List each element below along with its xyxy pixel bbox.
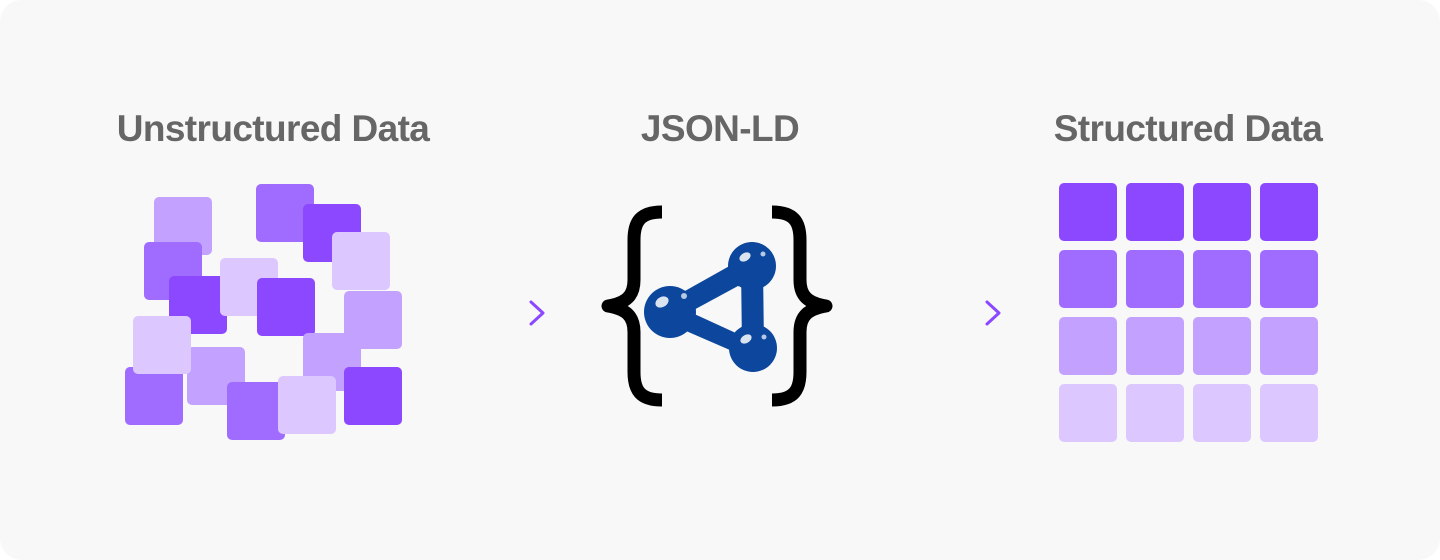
structured-grid-cell (1126, 183, 1184, 241)
unstructured-square (227, 382, 285, 440)
unstructured-square (278, 376, 336, 434)
structured-grid-cell (1126, 250, 1184, 308)
left-brace-icon (601, 205, 663, 407)
unstructured-square (133, 316, 191, 374)
arrow-right-icon (440, 300, 545, 326)
right-brace-icon (771, 205, 833, 407)
structured-grid-cell (1260, 384, 1318, 442)
json-ld-logo-icon (601, 205, 833, 407)
arrow-right-icon (896, 300, 1001, 326)
structured-grid-cell (1193, 384, 1251, 442)
structured-grid-cell (1260, 250, 1318, 308)
structured-grid-cell (1059, 317, 1117, 375)
structured-grid-cell (1059, 183, 1117, 241)
structured-grid-cell (1193, 183, 1251, 241)
unstructured-data-heading: Unstructured Data (116, 108, 430, 149)
structured-grid-cell (1126, 317, 1184, 375)
unstructured-square (125, 367, 183, 425)
structured-grid-cell (1260, 183, 1318, 241)
json-ld-heading: JSON-LD (640, 108, 800, 149)
structured-grid-cell (1193, 250, 1251, 308)
structured-grid-cell (1260, 317, 1318, 375)
unstructured-square (344, 367, 402, 425)
structured-data-heading: Structured Data (1053, 108, 1323, 149)
unstructured-square (257, 278, 315, 336)
structured-grid-cell (1193, 317, 1251, 375)
structured-grid-cell (1126, 384, 1184, 442)
structured-grid-cell (1059, 250, 1117, 308)
structured-grid-cell (1059, 384, 1117, 442)
unstructured-square (332, 232, 390, 290)
